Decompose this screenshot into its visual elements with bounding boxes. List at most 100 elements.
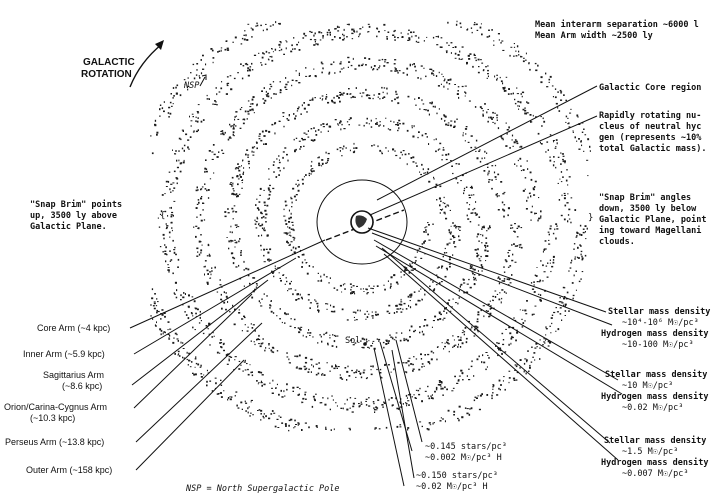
arm-star-dot	[363, 369, 366, 371]
arm-star-dot	[512, 227, 514, 229]
arm-star-dot	[163, 110, 165, 113]
arm-star-dot	[224, 211, 227, 213]
arm-star-dot	[236, 404, 238, 407]
arm-star-dot	[545, 328, 548, 330]
arm-star-dot	[507, 214, 509, 217]
arm-star-dot	[273, 275, 275, 278]
arm-star-dot	[483, 69, 485, 71]
arm-star-dot	[437, 277, 440, 279]
arm-star-dot	[189, 366, 192, 368]
arm-star-dot	[191, 113, 194, 115]
arm-width: Mean Arm width ~2500 ly	[535, 30, 653, 41]
arm-star-dot	[351, 292, 354, 294]
arm-star-dot	[576, 140, 578, 142]
arm-star-dot	[279, 91, 282, 94]
arm-star-dot	[442, 202, 444, 204]
arm-star-dot	[498, 195, 500, 197]
arm-star-dot	[192, 315, 194, 317]
arm-star-dot	[546, 276, 549, 278]
arm-star-dot	[373, 94, 375, 96]
arm-star-dot	[204, 167, 207, 170]
arm-star-dot	[225, 308, 227, 311]
arm-star-dot	[368, 94, 371, 96]
arm-star-dot	[416, 165, 418, 167]
arm-star-dot	[469, 221, 472, 223]
arm-star-dot	[450, 124, 452, 127]
arm-star-dot	[261, 217, 263, 219]
arm-star-dot	[256, 147, 258, 150]
arm-star-dot	[243, 316, 246, 319]
arm-star-dot	[234, 308, 236, 311]
arm-star-dot	[180, 162, 183, 164]
arm-star-dot	[283, 53, 285, 55]
arm-star-dot	[378, 428, 381, 430]
arm-star-dot	[501, 40, 504, 42]
arm-star-dot	[240, 63, 242, 65]
arm-star-dot	[342, 147, 344, 150]
arm-star-dot	[282, 115, 285, 117]
arm-star-dot	[417, 249, 419, 251]
arm-star-dot	[213, 153, 216, 156]
arm-star-dot	[274, 122, 276, 125]
density-1-hydrogen: Hydrogen mass density	[601, 328, 708, 339]
arm-star-dot	[406, 129, 409, 132]
arm-star-dot	[167, 267, 170, 268]
arm-star-dot	[501, 332, 504, 335]
nucleus-leader	[369, 115, 598, 216]
arm-star-dot	[397, 124, 399, 126]
arm-star-dot	[211, 151, 214, 153]
arm-star-dot	[557, 91, 559, 93]
arm-star-dot	[383, 65, 386, 67]
arm-star-dot	[211, 49, 214, 52]
arm-star-dot	[427, 222, 429, 224]
arm-star-dot	[358, 64, 361, 67]
arm-star-dot	[210, 273, 212, 276]
arm-star-dot	[534, 62, 537, 65]
arm-star-dot	[383, 96, 386, 98]
arm-star-dot	[169, 112, 172, 115]
arm-star-dot	[251, 103, 254, 105]
arm-star-dot	[522, 322, 525, 324]
arm-star-dot	[561, 153, 564, 155]
arm-star-dot	[444, 307, 446, 310]
arm-star-dot	[312, 336, 314, 338]
arm-star-dot	[342, 33, 344, 36]
arm-star-dot	[292, 187, 295, 190]
arm-star-dot	[312, 140, 315, 142]
arm-star-dot	[549, 75, 552, 78]
arm-star-dot	[238, 312, 241, 314]
arm-star-dot	[205, 168, 208, 170]
arm-star-dot	[278, 174, 280, 176]
arm-star-dot	[187, 77, 189, 79]
arm-star-dot	[231, 207, 234, 210]
arm-star-dot	[453, 225, 456, 227]
arm-star-dot	[195, 362, 198, 365]
arm-star-dot	[262, 338, 264, 340]
arm-star-dot	[220, 87, 223, 90]
arm-star-dot	[438, 71, 440, 74]
arm-star-dot	[260, 24, 262, 27]
arm-star-dot	[562, 160, 565, 162]
arm-star-dot	[247, 156, 249, 158]
arm-star-dot	[228, 359, 230, 362]
arm-star-dot	[222, 152, 225, 154]
arm-star-dot	[450, 225, 452, 227]
arm-star-dot	[366, 341, 368, 343]
arm-star-dot	[285, 47, 287, 50]
arm-star-dot	[498, 387, 500, 390]
arm-star-dot	[517, 225, 520, 228]
arm-star-dot	[240, 254, 242, 256]
arm-star-dot	[410, 31, 413, 34]
arm-star-dot	[519, 367, 521, 369]
arm-star-dot	[325, 123, 328, 126]
arm-star-dot	[247, 373, 250, 376]
arm-star-dot	[438, 380, 441, 382]
arm-star-dot	[272, 187, 275, 190]
arm-star-dot	[230, 182, 232, 184]
arm-star-dot	[557, 107, 559, 109]
arm-star-dot	[179, 170, 182, 173]
arm-star-dot	[310, 371, 312, 373]
arm-star-dot	[513, 46, 516, 48]
arm-star-dot	[414, 35, 417, 37]
arm-star-dot	[539, 339, 541, 341]
